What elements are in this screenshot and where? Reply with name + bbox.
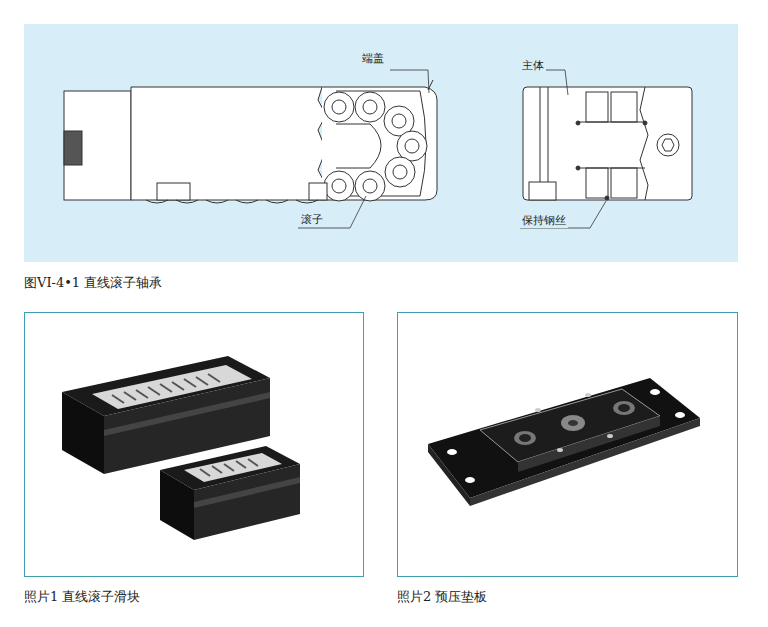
photo-frame [25, 313, 364, 577]
bearing-end-view [523, 87, 692, 200]
leader-line [298, 196, 366, 228]
roller-block-photo [62, 356, 300, 540]
photo-caption: 照片2 预压垫板 [397, 588, 487, 606]
leader-line [390, 70, 429, 93]
photo-caption: 照片1 直线滚子滑块 [24, 588, 140, 606]
leader-line [545, 70, 568, 95]
part-label: 端盖 [360, 51, 386, 66]
bearing-side-view [64, 80, 437, 203]
panel [24, 24, 738, 262]
part-label: 保持钢丝 [520, 213, 568, 228]
part-label: 主体 [520, 58, 546, 73]
preload-plate-photo [428, 378, 700, 506]
leader-line [520, 201, 606, 228]
figure-caption: 图VI-4•1 直线滚子轴承 [24, 274, 162, 292]
photo-frame [398, 313, 738, 577]
part-label: 滚子 [299, 212, 325, 227]
